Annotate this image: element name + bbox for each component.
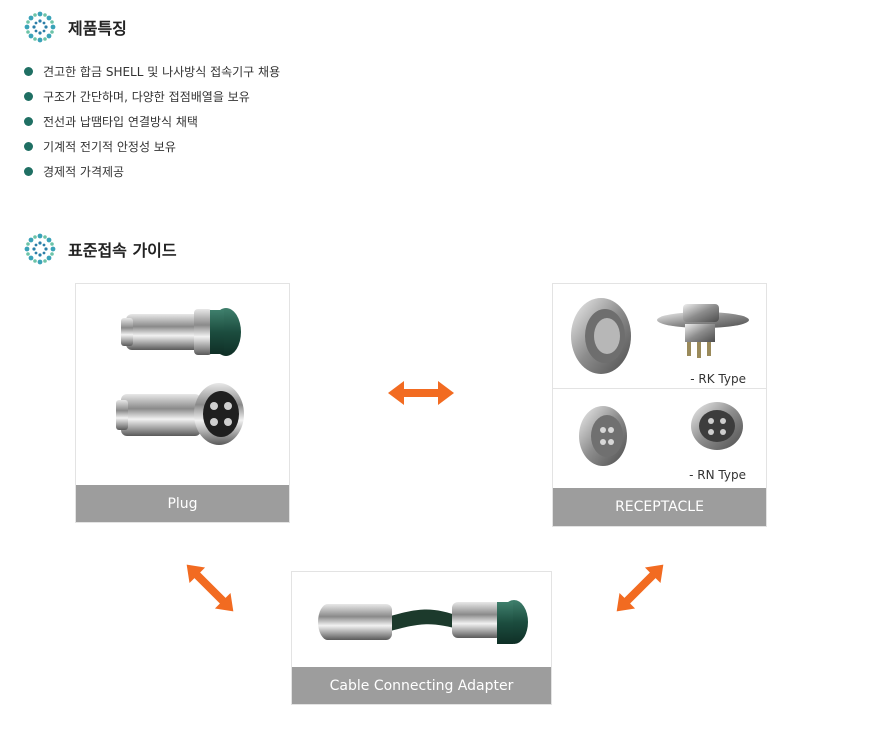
bullet-dot [24,142,33,151]
features-list: 견고한 합금 SHELL 및 나사방식 접속기구 채용 구조가 간단하며, 다양… [24,59,280,184]
bullet-dot [24,167,33,176]
bullet-dot [24,92,33,101]
plug-image [116,308,244,445]
adapter-card[interactable]: Cable Connecting Adapter [291,571,552,705]
flower-icon [24,11,56,43]
rn-type-label: - RN Type [689,468,746,482]
features-header: 제품특징 [24,11,127,43]
rk-type-label: - RK Type [690,372,746,386]
list-item: 견고한 합금 SHELL 및 나사방식 접속기구 채용 [24,59,280,84]
feature-text: 경제적 가격제공 [43,165,125,179]
bullet-dot [24,67,33,76]
rn-receptacle-image [579,402,743,466]
receptacle-caption: RECEPTACLE [553,488,766,526]
double-arrow-icon [616,564,664,612]
adapter-caption: Cable Connecting Adapter [292,667,551,704]
list-item: 기계적 전기적 안정성 보유 [24,134,280,159]
rk-receptacle-image [571,298,749,374]
flower-icon [24,233,56,265]
feature-text: 구조가 간단하며, 다양한 접점배열을 보유 [43,90,250,104]
plug-caption: Plug [76,485,289,522]
plug-card[interactable]: Plug [75,283,290,523]
guide-header: 표준접속 가이드 [24,233,177,265]
list-item: 전선과 납땜타입 연결방식 채택 [24,109,280,134]
feature-text: 견고한 합금 SHELL 및 나사방식 접속기구 채용 [43,65,281,79]
list-item: 구조가 간단하며, 다양한 접점배열을 보유 [24,84,280,109]
feature-text: 전선과 납땜타입 연결방식 채택 [43,115,198,129]
guide-title: 표준접속 가이드 [68,241,177,260]
rn-type-panel: - RN Type [553,388,766,488]
rk-type-panel: - RK Type [553,284,766,389]
adapter-image [318,600,528,644]
double-arrow-icon [186,564,234,612]
receptacle-card[interactable]: - RK Type - RN Type RECEPTACLE [552,283,767,527]
feature-text: 기계적 전기적 안정성 보유 [43,140,176,154]
list-item: 경제적 가격제공 [24,159,280,184]
double-arrow-icon [388,381,454,405]
features-title: 제품특징 [68,19,127,38]
bullet-dot [24,117,33,126]
